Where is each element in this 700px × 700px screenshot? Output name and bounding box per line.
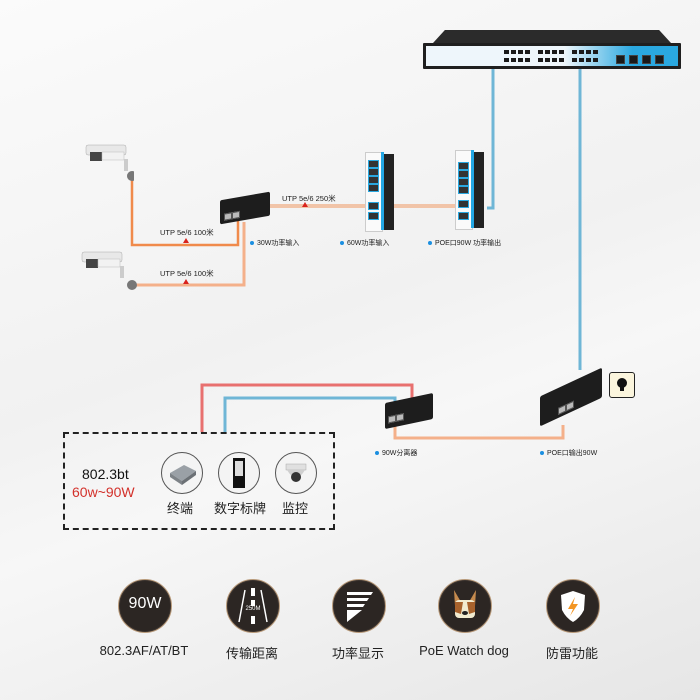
switch-sfp-port bbox=[642, 55, 651, 64]
cable-switch-to-din bbox=[487, 68, 495, 210]
standard-label: 802.3bt bbox=[82, 466, 129, 482]
digital-signage-icon bbox=[218, 452, 260, 494]
switch-port bbox=[511, 50, 516, 54]
cable-label-camera1: UTP 5e/6 100米 bbox=[160, 228, 214, 237]
cable-marker-icon bbox=[183, 279, 189, 284]
switch-port bbox=[593, 50, 598, 54]
label-60w-input: 60W功率输入 bbox=[340, 238, 389, 248]
switch-port bbox=[504, 50, 509, 54]
power-90w-icon: 90W bbox=[118, 579, 172, 633]
cable-camera1 bbox=[130, 180, 240, 247]
switch-sfp-port bbox=[616, 55, 625, 64]
feature-label-distance: 传输距离 bbox=[225, 646, 278, 661]
power-display-icon bbox=[332, 579, 386, 633]
cable-blue-data bbox=[223, 396, 397, 432]
cable-marker-icon bbox=[302, 202, 308, 207]
switch-port bbox=[538, 50, 543, 54]
switch-port bbox=[586, 50, 591, 54]
device-label-signage: 数字标牌 bbox=[214, 501, 267, 516]
switch-port bbox=[538, 58, 543, 62]
switch-port bbox=[552, 50, 557, 54]
label-poe-90w-output: POE口90W 功率输出 bbox=[428, 238, 501, 248]
bullet-camera-1 bbox=[82, 143, 137, 183]
label-30w-input: 30W功率输入 bbox=[250, 238, 299, 248]
switch-sfp-port bbox=[629, 55, 638, 64]
feature-label-standard: 802.3AF/AT/BT bbox=[99, 643, 189, 658]
device-label-surveillance: 监控 bbox=[282, 501, 309, 516]
switch-port bbox=[579, 50, 584, 54]
feature-label-power-display: 功率显示 bbox=[331, 646, 384, 661]
switch-port bbox=[552, 58, 557, 62]
switch-port bbox=[525, 58, 530, 62]
switch-port bbox=[579, 58, 584, 62]
switch-port bbox=[504, 58, 509, 62]
cable-marker-icon bbox=[183, 238, 189, 243]
road-distance-icon: 250M bbox=[226, 579, 280, 633]
switch-port bbox=[586, 58, 591, 62]
device-label-terminal: 终端 bbox=[167, 501, 194, 516]
switch-port bbox=[525, 50, 530, 54]
cable-label-camera2: UTP 5e/6 100米 bbox=[160, 269, 214, 278]
cable-camera2 bbox=[134, 222, 246, 287]
core-poe-switch bbox=[423, 30, 681, 70]
switch-port bbox=[545, 58, 550, 62]
dome-camera-icon bbox=[275, 452, 317, 494]
switch-port bbox=[572, 58, 577, 62]
switch-port bbox=[518, 58, 523, 62]
ap-terminal-icon bbox=[161, 452, 203, 494]
cable-injector-to-splitter bbox=[393, 425, 565, 440]
switch-port bbox=[511, 58, 516, 62]
switch-port bbox=[559, 50, 564, 54]
watch-dog-icon bbox=[438, 579, 492, 633]
cable-label-backbone: UTP 5e/6 250米 bbox=[282, 194, 336, 203]
switch-port bbox=[593, 58, 598, 62]
power-socket-icon bbox=[609, 372, 635, 398]
power-range-label: 60w~90W bbox=[72, 484, 135, 500]
bullet-camera-2 bbox=[78, 250, 138, 292]
switch-port bbox=[572, 50, 577, 54]
cable-red-power bbox=[200, 383, 414, 432]
feature-label-lightning: 防雷功能 bbox=[545, 646, 598, 661]
label-poe-output-90w: POE口输出90W bbox=[540, 448, 597, 458]
feature-label-watchdog: PoE Watch dog bbox=[419, 643, 509, 658]
switch-sfp-port bbox=[655, 55, 664, 64]
switch-port bbox=[518, 50, 523, 54]
lightning-shield-icon bbox=[546, 579, 600, 633]
switch-port bbox=[559, 58, 564, 62]
label-90w-splitter: 90W分离器 bbox=[375, 448, 417, 458]
end-device-group bbox=[63, 432, 335, 530]
switch-port bbox=[545, 50, 550, 54]
